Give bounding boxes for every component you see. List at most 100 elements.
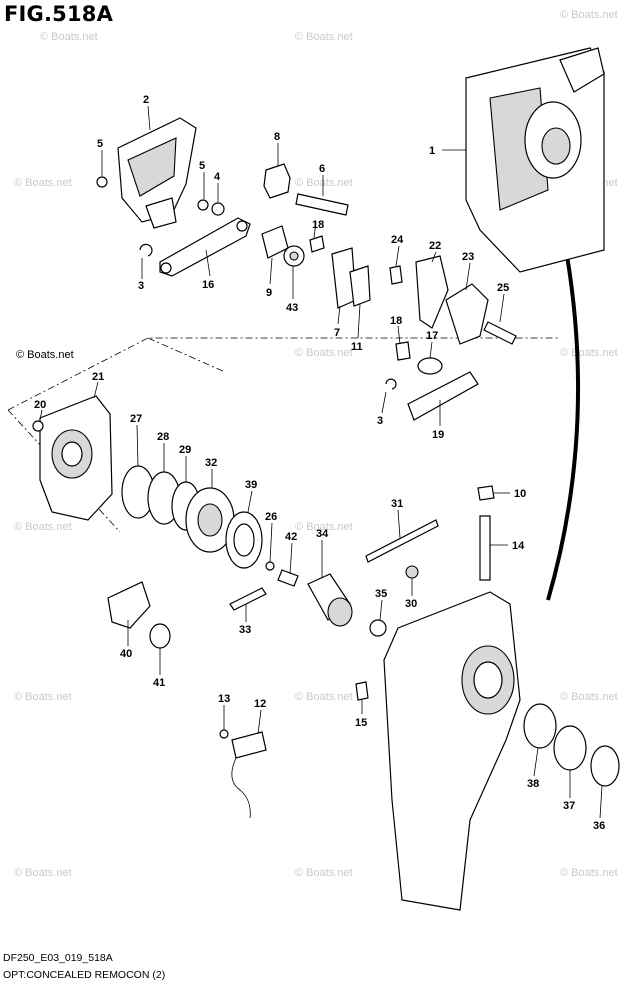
callout-40: 40 <box>120 648 132 660</box>
plate-23 <box>445 283 489 345</box>
callout-21: 21 <box>92 371 104 383</box>
plate-22 <box>415 255 449 329</box>
watermark-text: © Boats.net <box>14 177 72 189</box>
callout-36: 36 <box>593 820 605 832</box>
watermark-text: © Boats.net <box>16 349 74 361</box>
watermark-text: © Boats.net <box>14 521 72 533</box>
watermark-text: © Boats.net <box>14 867 72 879</box>
bracket-40 <box>107 581 151 629</box>
watermark-text: © Boats.net <box>560 867 618 879</box>
pin-26 <box>265 561 275 571</box>
ring-38 <box>523 703 557 749</box>
plate-11 <box>349 265 371 307</box>
leader-lines <box>39 105 603 819</box>
switch-12 <box>231 731 267 819</box>
callout-11: 11 <box>351 341 363 353</box>
callout-28: 28 <box>157 431 169 443</box>
circlip-3 <box>139 243 153 257</box>
circlip-3b <box>385 378 397 390</box>
watermark-text: © Boats.net <box>295 867 353 879</box>
washer-4 <box>211 202 225 216</box>
knob-8 <box>263 163 291 199</box>
watermark-text: © Boats.net <box>14 691 72 703</box>
watermark-text: © Boats.net <box>295 691 353 703</box>
callout-17: 17 <box>426 330 438 342</box>
callout-1: 1 <box>429 145 435 157</box>
callout-5: 5 <box>97 138 103 150</box>
callout-10: 10 <box>514 488 526 500</box>
callout-41: 41 <box>153 677 165 689</box>
watermark-text: © Boats.net <box>295 31 353 43</box>
housing-plate-21 <box>39 395 113 521</box>
screw-24 <box>389 265 403 285</box>
callout-14: 14 <box>512 540 525 552</box>
callout-labels: 1 2 3 3 4 5 5 6 7 8 9 10 11 12 13 14 15 … <box>34 94 605 832</box>
control-handle-assembly <box>465 47 605 273</box>
nut-10 <box>477 485 495 501</box>
nut-41 <box>149 623 171 649</box>
callout-5b: 5 <box>199 160 205 172</box>
callout-2: 2 <box>143 94 149 106</box>
bolt-18b <box>395 341 411 361</box>
circlip-36 <box>590 745 620 787</box>
screw-13 <box>219 729 229 739</box>
callout-31: 31 <box>391 498 403 510</box>
watermark-text: © Boats.net <box>560 691 618 703</box>
main-housing <box>383 591 521 911</box>
callout-3: 3 <box>138 280 144 292</box>
stud-14 <box>479 515 491 581</box>
callout-18b: 18 <box>390 315 402 327</box>
callout-37: 37 <box>563 800 575 812</box>
callout-8: 8 <box>274 131 280 143</box>
shaft-6 <box>295 193 349 216</box>
callout-27: 27 <box>130 413 142 425</box>
lever-19 <box>407 371 479 421</box>
callout-6: 6 <box>319 163 325 175</box>
pin-42 <box>277 569 299 587</box>
callout-9: 9 <box>266 287 272 299</box>
callout-22: 22 <box>429 240 441 252</box>
cover-plate <box>117 117 197 229</box>
rod-33 <box>229 587 267 611</box>
callout-35: 35 <box>375 588 387 600</box>
callout-39: 39 <box>245 479 257 491</box>
rod-31 <box>365 519 439 563</box>
callout-38: 38 <box>527 778 539 790</box>
callout-18: 18 <box>312 219 324 231</box>
ring-37 <box>553 725 587 771</box>
callout-32: 32 <box>205 457 217 469</box>
callout-23: 23 <box>462 251 474 263</box>
watermark-text: © Boats.net <box>295 177 353 189</box>
watermark-text: © Boats.net <box>40 31 98 43</box>
callout-43: 43 <box>286 302 298 314</box>
callout-15: 15 <box>355 717 367 729</box>
ring-5 <box>96 176 108 188</box>
callout-12: 12 <box>254 698 266 710</box>
callout-30: 30 <box>405 598 417 610</box>
figure-title: FIG.518A <box>4 2 114 26</box>
watermark-text: © Boats.net <box>560 347 618 359</box>
assembly-arrow <box>546 227 580 601</box>
washer-17 <box>417 357 443 375</box>
lever-link <box>159 217 251 277</box>
plug-30 <box>405 565 419 579</box>
callout-42: 42 <box>285 531 297 543</box>
figure-caption: OPT:CONCEALED REMOCON (2) <box>3 969 166 981</box>
figure-code: DF250_E03_019_518A <box>3 952 113 964</box>
ring-5b <box>197 199 209 211</box>
assembly-boundary <box>7 337 560 533</box>
callout-34: 34 <box>316 528 329 540</box>
callout-4: 4 <box>214 171 221 183</box>
collar-35 <box>369 619 387 637</box>
watermark-text: © Boats.net <box>295 347 353 359</box>
callout-25: 25 <box>497 282 509 294</box>
callout-29: 29 <box>179 444 191 456</box>
callout-13: 13 <box>218 693 230 705</box>
callout-33: 33 <box>239 624 251 636</box>
callout-19: 19 <box>432 429 444 441</box>
screw-20 <box>32 420 44 432</box>
spring-25 <box>483 321 517 345</box>
callout-16: 16 <box>202 279 214 291</box>
callout-26: 26 <box>265 511 277 523</box>
